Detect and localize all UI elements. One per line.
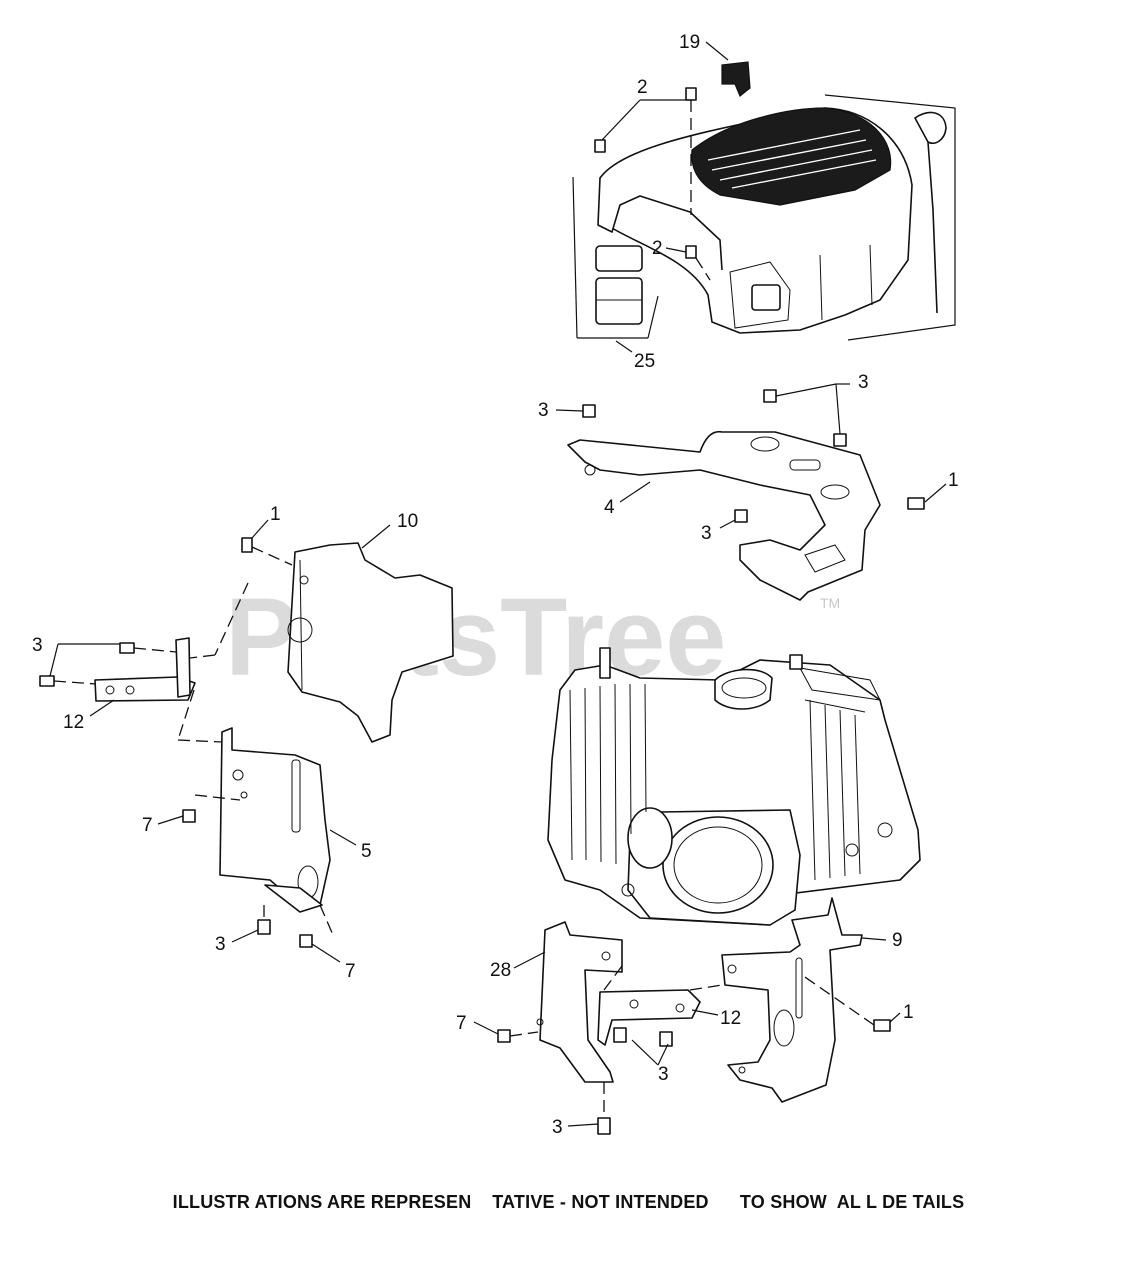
baffle-5 <box>219 727 331 913</box>
bracket-12-left <box>94 637 196 702</box>
blower-housing <box>597 107 913 334</box>
engine-block <box>547 647 921 926</box>
callout-28: 28 <box>490 960 511 981</box>
footer-disclaimer: ILLUSTR ATIONS ARE REPRESEN TATIVE - NOT… <box>172 1192 965 1212</box>
callout-7-right: 7 <box>456 1013 467 1034</box>
callout-12-right: 12 <box>720 1008 741 1029</box>
callout-3-bottom: 3 <box>552 1117 563 1138</box>
baffle-9 <box>721 897 863 1103</box>
clip-19 <box>721 61 751 97</box>
callout-3-bracket-left: 3 <box>538 400 549 421</box>
callout-1-bracket: 1 <box>948 470 959 491</box>
callout-7-left: 7 <box>142 815 153 836</box>
callout-25: 25 <box>634 351 655 372</box>
callout-19: 19 <box>679 32 700 53</box>
callout-2-mid: 2 <box>652 238 663 259</box>
callout-4: 4 <box>604 497 615 518</box>
bolt-5-group <box>182 794 334 948</box>
cylinder-shroud-10 <box>287 542 454 743</box>
leader-lines <box>49 41 947 1127</box>
callout-10: 10 <box>397 511 418 532</box>
callout-3-bracket-lower: 3 <box>701 523 712 544</box>
callout-2-top: 2 <box>637 77 648 98</box>
bolt-left-group <box>39 537 293 743</box>
bracket-12-right <box>597 989 701 1046</box>
callout-1-right: 1 <box>903 1002 914 1023</box>
bolt-lower-right-group <box>497 965 891 1135</box>
bolt-2-group <box>594 87 711 281</box>
bracket-28 <box>536 921 623 1083</box>
callout-3-baffle: 3 <box>215 934 226 955</box>
dipstick <box>824 94 956 341</box>
decal-labels <box>572 176 659 339</box>
callout-3-bracket-12: 3 <box>658 1064 669 1085</box>
callout-12-left: 12 <box>63 712 84 733</box>
callout-1-shroud: 1 <box>270 504 281 525</box>
bolt-3-bracket <box>582 389 925 523</box>
engine-bracket-4 <box>567 430 881 601</box>
callout-7-baffle: 7 <box>345 961 356 982</box>
watermark-trademark: TM <box>820 595 840 611</box>
callout-3-bracket-right: 3 <box>858 372 869 393</box>
callout-9: 9 <box>892 930 903 951</box>
callout-5: 5 <box>361 841 372 862</box>
callout-3-left: 3 <box>32 635 43 656</box>
callout-labels: 19 2 2 25 3 3 1 4 3 1 10 3 12 7 5 3 7 9 … <box>32 32 959 1138</box>
